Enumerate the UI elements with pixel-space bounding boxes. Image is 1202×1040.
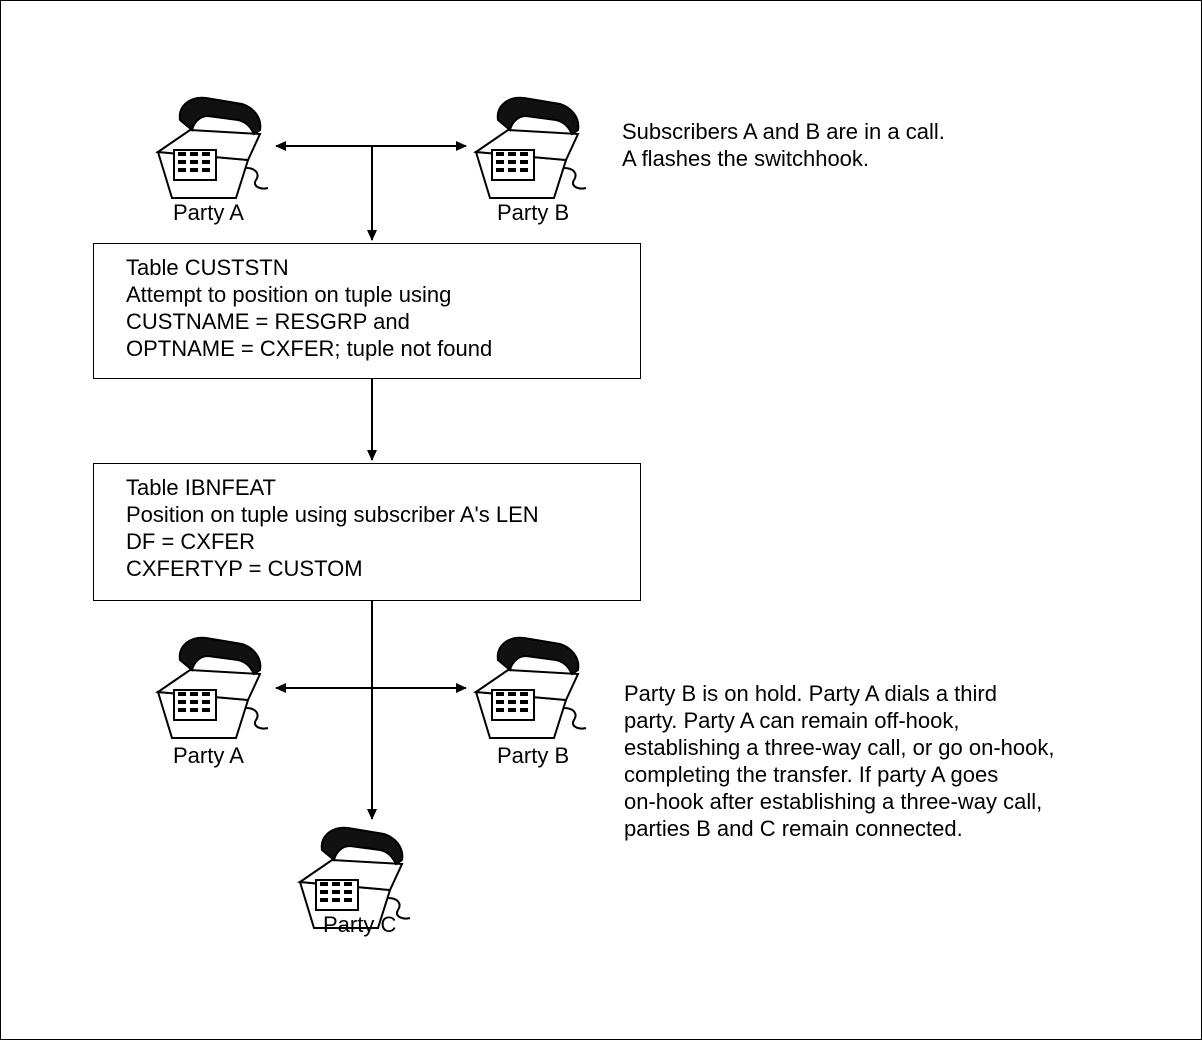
telephone-icon xyxy=(155,636,269,739)
ibnfeat-line: DF = CXFER xyxy=(126,529,255,554)
step2-note: Party B is on hold. Party A dials a thir… xyxy=(624,680,1054,842)
step1-note-line: A flashes the switchhook. xyxy=(622,146,870,171)
custstn-line: CUSTNAME = RESGRP and xyxy=(126,309,410,334)
party-c-label: Party C xyxy=(323,912,397,937)
step2-note-line: on-hook after establishing a three-way c… xyxy=(624,789,1043,814)
telephone-icon xyxy=(473,96,587,199)
step1-note: Subscribers A and B are in a call. A fla… xyxy=(622,118,945,172)
telephone-icon xyxy=(155,96,269,199)
step2-note-line: party. Party A can remain off-hook, xyxy=(624,708,960,733)
ibnfeat-line: CXFERTYP = CUSTOM xyxy=(126,556,363,581)
party-a-label-1: Party A xyxy=(173,200,244,225)
telephone-icon xyxy=(297,826,411,929)
party-b-label-1: Party B xyxy=(497,200,570,225)
step2-note-line: Party B is on hold. Party A dials a thir… xyxy=(624,681,997,706)
custstn-line: Attempt to position on tuple using xyxy=(126,282,452,307)
custstn-line: OPTNAME = CXFER; tuple not found xyxy=(126,336,493,361)
step2-note-line: parties B and C remain connected. xyxy=(624,816,963,841)
ibnfeat-line: Table IBNFEAT xyxy=(126,475,276,500)
telephone-icon xyxy=(473,636,587,739)
custstn-box: Table CUSTSTN Attempt to position on tup… xyxy=(93,243,641,379)
ibnfeat-line: Position on tuple using subscriber A's L… xyxy=(126,502,539,527)
step2-note-line: establishing a three-way call, or go on-… xyxy=(624,735,1055,760)
party-a-label-2: Party A xyxy=(173,743,244,768)
ibnfeat-box: Table IBNFEAT Position on tuple using su… xyxy=(93,463,641,601)
step1-note-line: Subscribers A and B are in a call. xyxy=(622,119,945,144)
step2-note-line: completing the transfer. If party A goes xyxy=(624,762,999,787)
custstn-line: Table CUSTSTN xyxy=(126,255,289,280)
party-b-label-2: Party B xyxy=(497,743,570,768)
